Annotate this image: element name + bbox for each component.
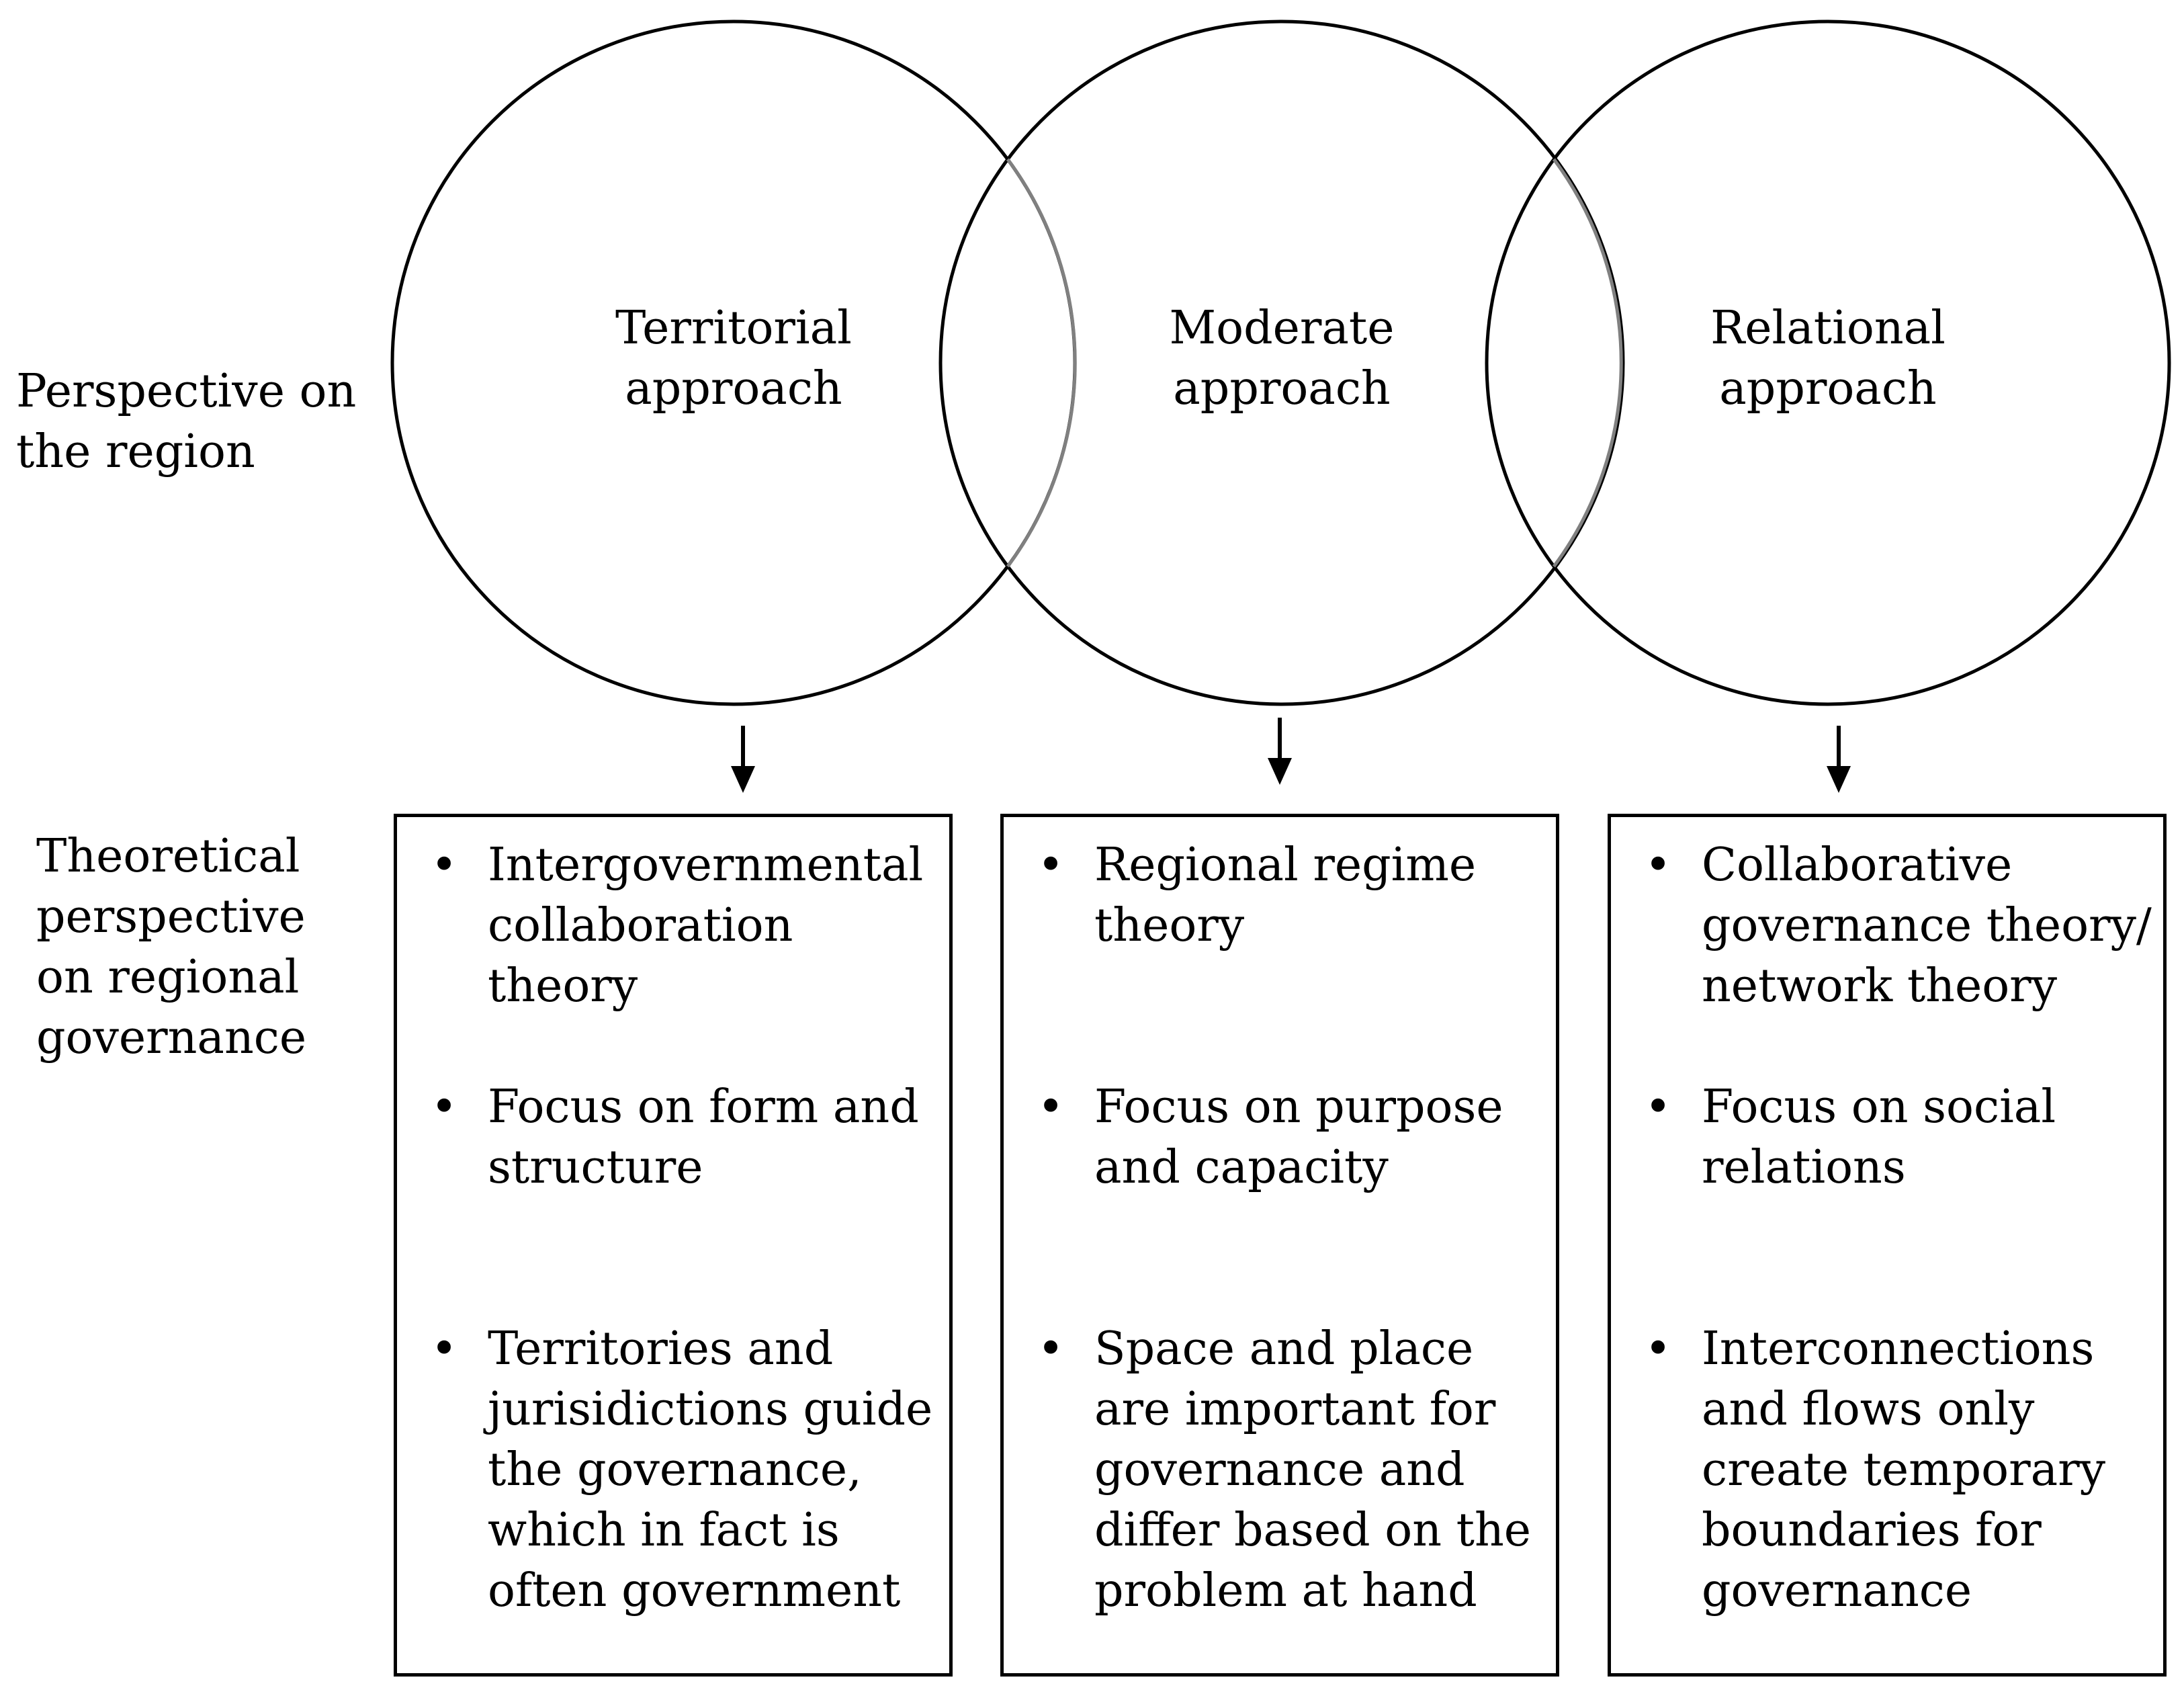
- bullet-dot: •: [1645, 1322, 1672, 1375]
- bullet-text: Collaborative governance theory/ network…: [1702, 839, 2152, 1013]
- bullet-text: Space and place are important for govern…: [1094, 1322, 1532, 1617]
- overlap-arc-2: [1552, 158, 1623, 568]
- arrow-territorial: [731, 726, 755, 793]
- bullet-dot: •: [1645, 1081, 1672, 1134]
- arrow-relational: [1827, 726, 1851, 793]
- row-label-theoretical: Theoretical perspective on regional gove…: [36, 830, 307, 1064]
- bullet-text: Focus on purpose and capacity: [1094, 1081, 1503, 1194]
- relational-approach-label: Relational approach: [1710, 302, 1946, 415]
- bullet-dot: •: [431, 1322, 458, 1375]
- bullet-dot: •: [431, 839, 458, 892]
- territorial-theory-box: • Intergovernmental collaboration theory…: [394, 814, 953, 1677]
- moderate-approach-circle: [938, 19, 1625, 706]
- bullet-text: Regional regime theory: [1094, 839, 1477, 952]
- moderate-approach-label: Moderate approach: [1169, 302, 1395, 415]
- bullet-text: Intergovernmental collaboration theory: [488, 839, 924, 1013]
- bullet-dot: •: [1645, 839, 1672, 892]
- territorial-approach-label: Territorial approach: [615, 302, 852, 415]
- bullet-text: Territories and jurisidictions guide the…: [488, 1322, 933, 1617]
- bullet-dot: •: [431, 1081, 458, 1134]
- arrow-moderate: [1268, 718, 1292, 785]
- bullet-dot: •: [1037, 1322, 1065, 1375]
- overlap-arc-1: [1006, 158, 1077, 568]
- bullet-text: Interconnections and flows only create t…: [1702, 1322, 2106, 1617]
- bullet-dot: •: [1037, 839, 1065, 892]
- relational-theory-box: • Collaborative governance theory/ netwo…: [1608, 814, 2167, 1677]
- bullet-dot: •: [1037, 1081, 1065, 1134]
- row-label-perspective: Perspective on the region: [16, 365, 357, 478]
- bullet-text: Focus on form and structure: [488, 1081, 919, 1194]
- bullet-text: Focus on social relations: [1702, 1081, 2056, 1194]
- relational-approach-circle: [1485, 19, 2171, 706]
- moderate-theory-box: • Regional regime theory • Focus on purp…: [1000, 814, 1559, 1677]
